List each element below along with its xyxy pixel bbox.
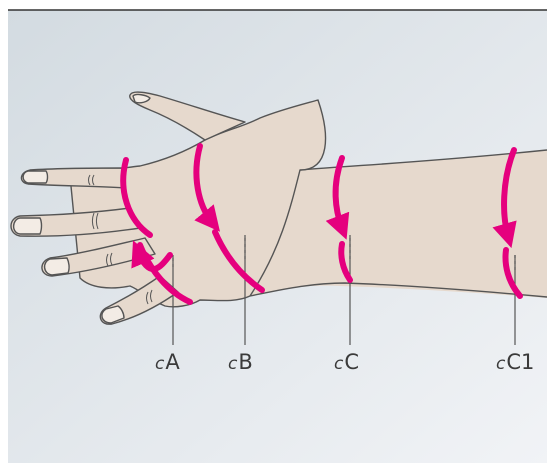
nail-ring bbox=[45, 258, 70, 275]
label-cC: cC bbox=[334, 352, 359, 373]
label-cA: cA bbox=[155, 352, 180, 373]
nail-middle bbox=[14, 218, 42, 234]
nail-index bbox=[23, 171, 47, 183]
label-cC1: cC1 bbox=[496, 352, 534, 373]
label-cB: cB bbox=[228, 352, 253, 373]
